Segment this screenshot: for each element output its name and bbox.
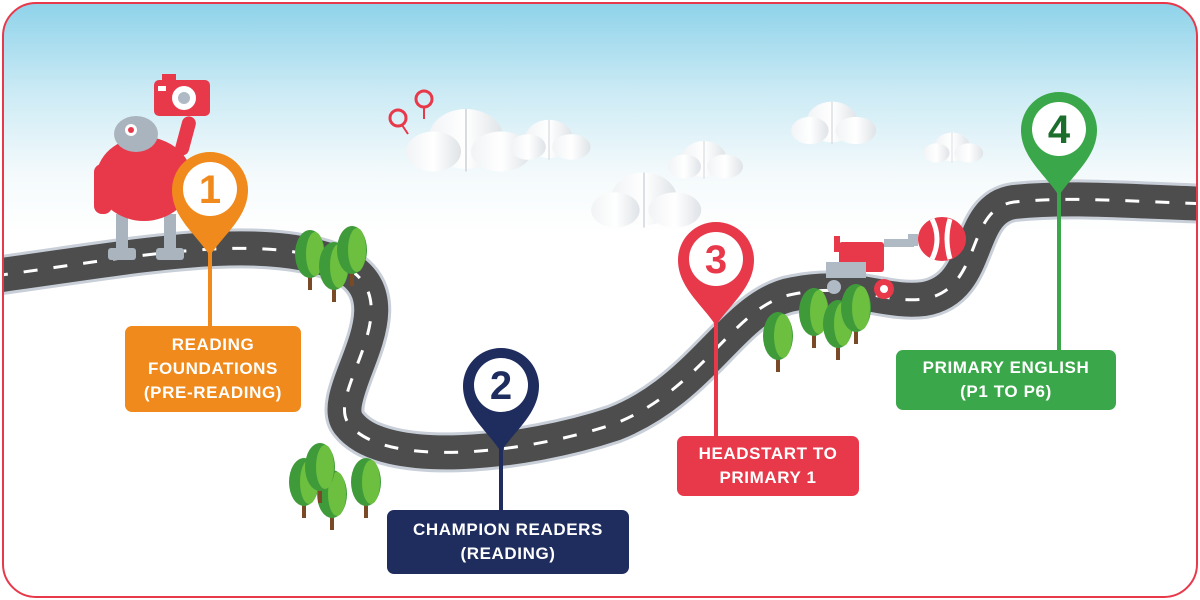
stage-3-label: HEADSTART TO PRIMARY 1 xyxy=(677,436,859,496)
stage-3-number: 3 xyxy=(705,238,727,282)
stage-4-line1: PRIMARY ENGLISH xyxy=(922,358,1090,377)
cloud-icon xyxy=(405,100,984,229)
stage-1-number: 1 xyxy=(199,168,221,212)
stage-2-number: 2 xyxy=(490,364,512,408)
camera-icon xyxy=(154,74,210,116)
stage-3-line2: PRIMARY 1 xyxy=(719,468,817,487)
stage-4-number: 4 xyxy=(1048,108,1071,152)
robot-icon xyxy=(94,116,196,260)
stage-1-pin: 1 xyxy=(172,152,248,330)
stage-1-line1: READING xyxy=(171,335,255,354)
stage-4-pin: 4 xyxy=(1021,92,1097,356)
stage-1-label: READING FOUNDATIONS (PRE-READING) xyxy=(125,326,301,412)
stage-3-pin: 3 xyxy=(678,222,754,442)
stage-2-line1: CHAMPION READERS xyxy=(412,520,603,539)
stage-2-line2: (READING) xyxy=(460,544,556,563)
stage-3-line1: HEADSTART TO xyxy=(698,444,838,463)
stage-1-line2: FOUNDATIONS xyxy=(148,359,278,378)
tractor-icon xyxy=(826,236,914,299)
stage-4-label: PRIMARY ENGLISH (P1 TO P6) xyxy=(896,350,1116,410)
stage-1-line3: (PRE-READING) xyxy=(143,383,283,402)
stage-2-label: CHAMPION READERS (READING) xyxy=(387,510,629,574)
stage-4-line2: (P1 TO P6) xyxy=(960,382,1052,401)
roadmap-illustration: 1 2 3 4 xyxy=(4,74,1196,530)
stage-2-pin: 2 xyxy=(463,348,539,516)
decorative-pin-icon xyxy=(388,89,434,135)
hot-air-balloon-icon xyxy=(908,217,966,261)
